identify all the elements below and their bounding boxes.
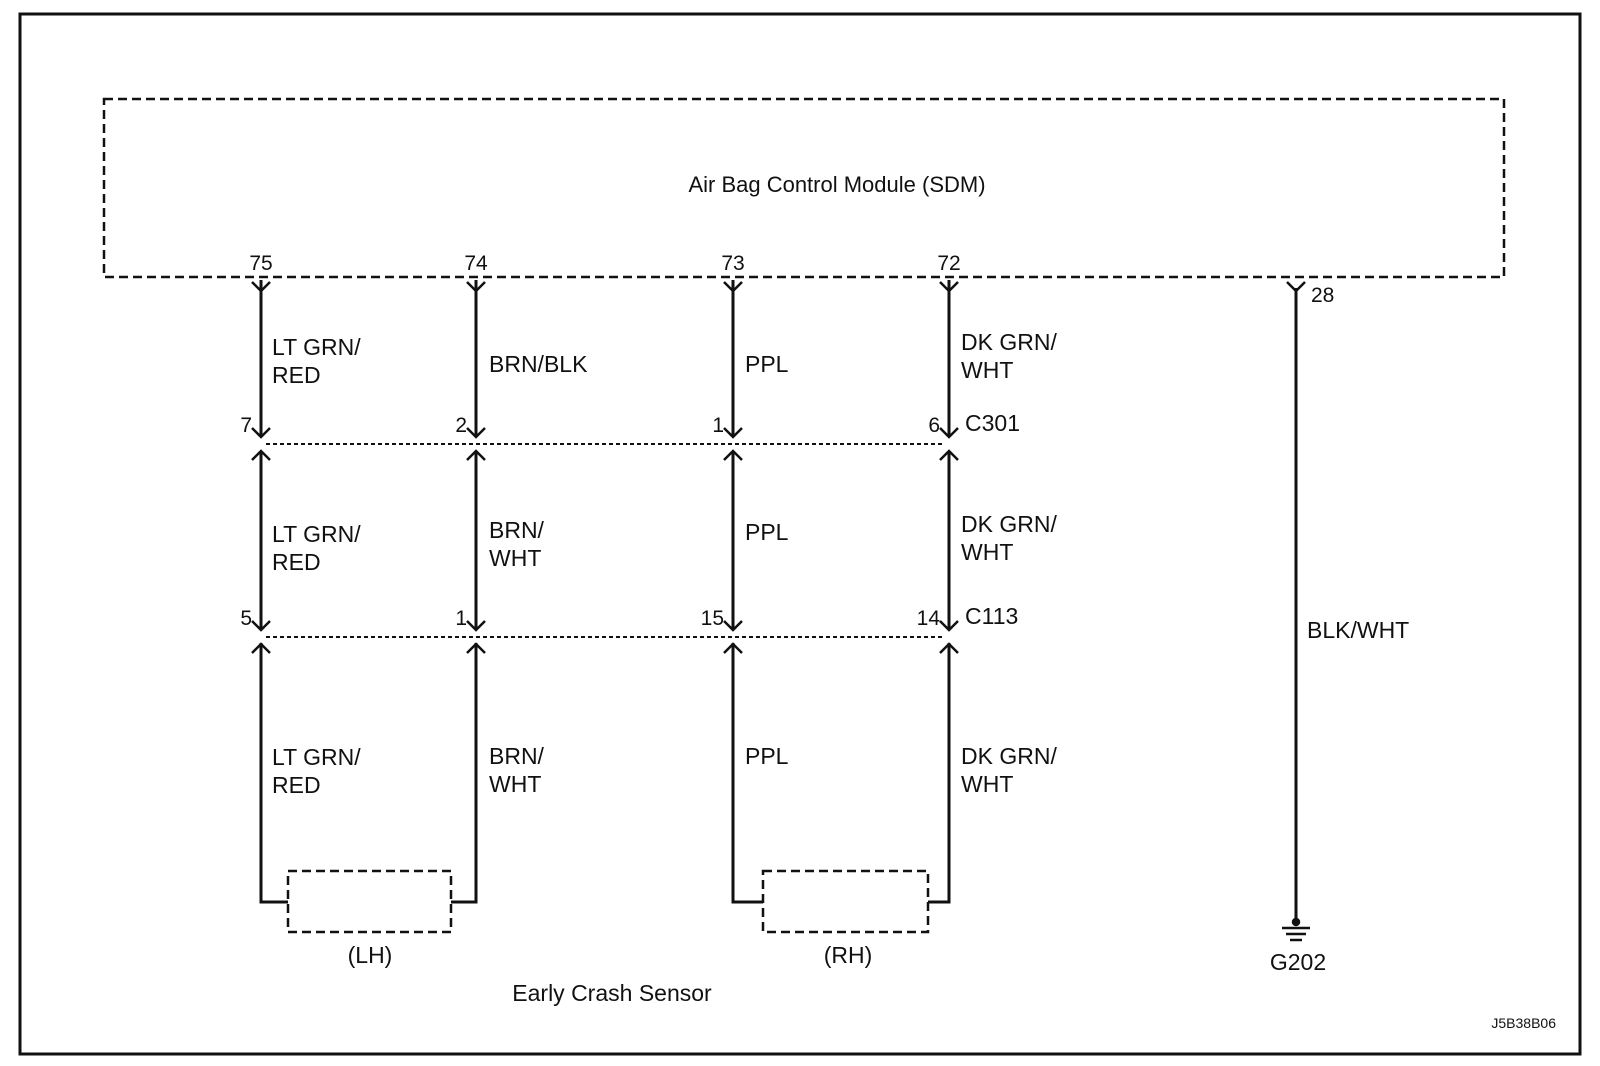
wire-c2-lower: [451, 643, 478, 904]
c113-pin-14: 14: [917, 607, 941, 630]
wire-label-line: RED: [272, 549, 321, 575]
c301-pin-7-socket: [251, 449, 271, 461]
wire-label-line: DK GRN/: [961, 511, 1057, 537]
wire-c4-lower: [928, 643, 951, 904]
wire-label-line: BRN/: [489, 517, 545, 543]
wire-label-line: DK GRN/: [961, 329, 1057, 355]
c113-connector-label: C113: [965, 603, 1018, 629]
crash-sensor-caption: Early Crash Sensor: [512, 980, 712, 1006]
c301-pin-symbols: [251, 427, 959, 461]
c301-pin-2: 2: [455, 414, 467, 437]
wire-label-c4-upper: DK GRN/WHT: [961, 329, 1057, 383]
ground-icon: [1282, 917, 1310, 942]
wire-c1-lower: [259, 643, 288, 904]
c301-pin-6: 6: [928, 414, 940, 437]
crash-sensor-rh-label: (RH): [824, 942, 873, 968]
wire-label-line: WHT: [489, 545, 541, 571]
c113-pin-5-symbol: [251, 620, 271, 632]
wire-label-c1-middle: LT GRN/RED: [272, 521, 361, 575]
wire-label-c3-upper: PPL: [745, 351, 789, 377]
wire-label-line: WHT: [489, 771, 541, 797]
crash-sensor-rh-box: [761, 869, 930, 934]
c113-pin-1: 1: [455, 607, 467, 630]
sdm-pin-75: 75: [249, 252, 272, 275]
sdm-pin-73: 73: [721, 252, 744, 275]
wire-label-line: LT GRN/: [272, 521, 361, 547]
sdm-pin-74: 74: [464, 252, 488, 275]
wire-label-c4-middle: DK GRN/WHT: [961, 511, 1057, 565]
sdm-pin-symbols: [251, 281, 1306, 293]
wire-label-c3-middle: PPL: [745, 519, 789, 545]
wire-label-c2-middle: BRN/WHT: [489, 517, 545, 571]
ground-label: G202: [1270, 949, 1326, 975]
c301-pin-7-symbol: [251, 427, 271, 439]
wire-label-line: LT GRN/: [272, 744, 361, 770]
wire-label-line: BRN/BLK: [489, 351, 588, 377]
wire-label-line: BRN/: [489, 743, 545, 769]
wire-label-line: DK GRN/: [961, 743, 1057, 769]
c301-pin-6-socket: [939, 449, 959, 461]
wire-label-c1-lower: LT GRN/RED: [272, 744, 361, 798]
c113-pin-5: 5: [240, 607, 252, 630]
wire-label-line: PPL: [745, 743, 789, 769]
c301-pin-2-symbol: [466, 427, 486, 439]
c301-pin-7: 7: [240, 414, 252, 437]
wire-label-line: PPL: [745, 519, 789, 545]
c113-pin-15-symbol: [723, 620, 743, 632]
wire-label-c3-lower: PPL: [745, 743, 789, 769]
wire-label-line: LT GRN/: [272, 334, 361, 360]
wire-label-line: WHT: [961, 357, 1013, 383]
c301-pin-6-symbol: [939, 427, 959, 439]
wire-label-line: WHT: [961, 539, 1013, 565]
wire-label-line: RED: [272, 362, 321, 388]
sdm-pin-72: 72: [937, 252, 960, 275]
sdm-pin-28: 28: [1311, 284, 1334, 307]
c113-pin-1-socket: [466, 642, 486, 654]
diagram-frame: [18, 12, 1582, 1056]
figure-id: J5B38B06: [1491, 1015, 1556, 1031]
c301-pin-1: 1: [712, 414, 724, 437]
c113-pin-5-socket: [251, 642, 271, 654]
c113-pin-14-socket: [939, 642, 959, 654]
crash-sensor-lh-box: [286, 869, 453, 934]
wire-label-c1-upper: LT GRN/RED: [272, 334, 361, 388]
wire-label-c2-lower: BRN/WHT: [489, 743, 545, 797]
c113-pin-15-socket: [723, 642, 743, 654]
sdm-module-label: Air Bag Control Module (SDM): [688, 172, 985, 197]
wire-label-c2-upper: BRN/BLK: [489, 351, 588, 377]
c301-pin-1-symbol: [723, 427, 743, 439]
wire-label-c4-lower: DK GRN/WHT: [961, 743, 1057, 797]
c113-pin-1-symbol: [466, 620, 486, 632]
c301-connector-label: C301: [965, 410, 1020, 436]
c113-pin-15: 15: [701, 607, 724, 630]
c301-pin-2-socket: [466, 449, 486, 461]
wire-label-line: WHT: [961, 771, 1013, 797]
c113-pin-symbols: [251, 620, 959, 654]
crash-sensor-lh-label: (LH): [348, 942, 393, 968]
wire-label-ground: BLK/WHT: [1307, 617, 1409, 643]
c113-pin-14-symbol: [939, 620, 959, 632]
wire-c3-lower: [731, 643, 763, 904]
c301-pin-1-socket: [723, 449, 743, 461]
sdm-module-box: [102, 97, 1506, 279]
wire-label-line: PPL: [745, 351, 789, 377]
wire-label-line: RED: [272, 772, 321, 798]
